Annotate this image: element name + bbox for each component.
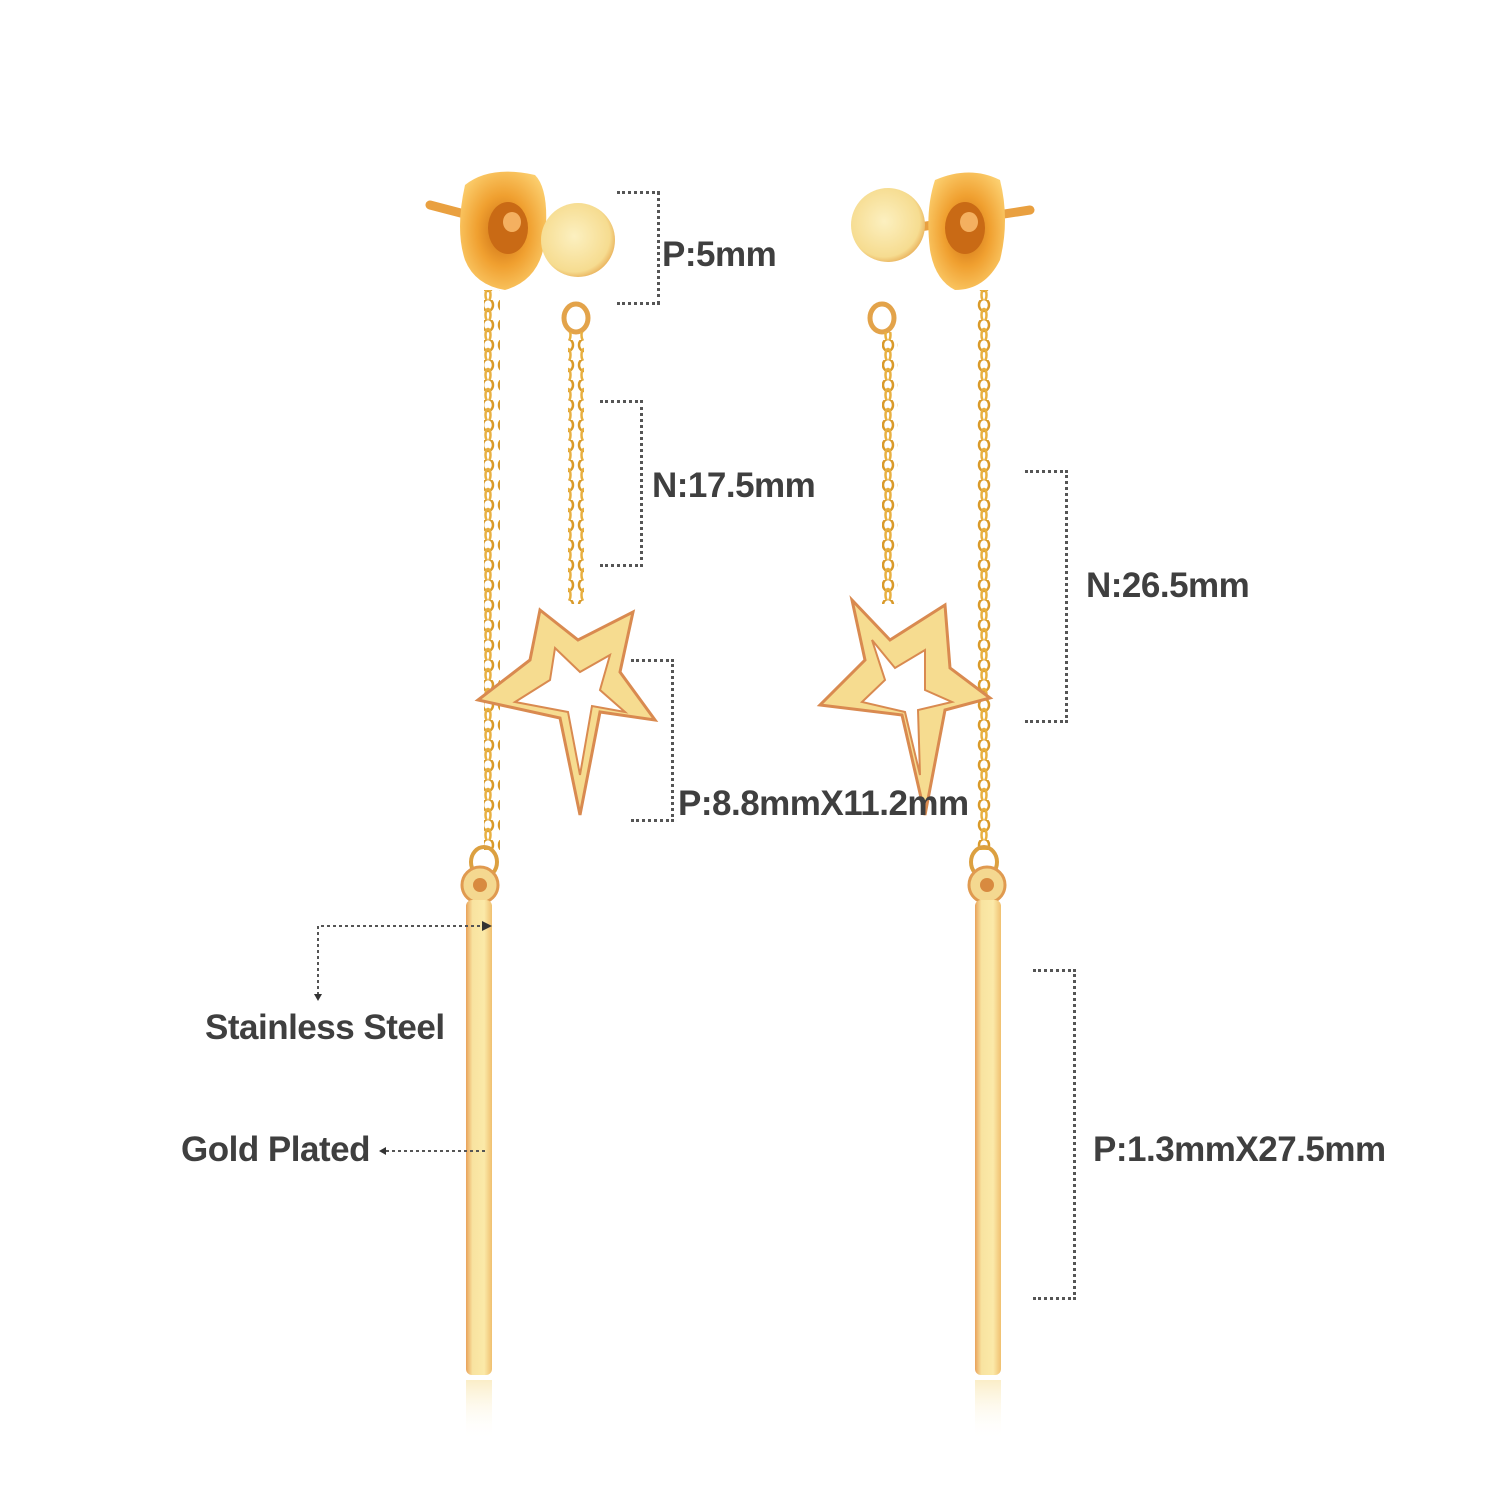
arrowhead-down	[314, 994, 322, 1001]
arrowhead-right	[482, 921, 492, 931]
stud-dimension-bracket	[617, 191, 660, 305]
right-earring	[816, 172, 1035, 1440]
stainless-steel-arrow	[317, 925, 482, 995]
left-chain-dimension-bracket	[600, 400, 643, 567]
bar-size-label: P:1.3mmX27.5mm	[1093, 1130, 1386, 1169]
arrowhead-left	[379, 1147, 386, 1155]
left-chain-length-label: N:17.5mm	[652, 466, 816, 505]
left-earring	[425, 171, 659, 1440]
stainless-steel-label: Stainless Steel	[205, 1008, 445, 1047]
star-dimension-bracket	[631, 659, 674, 822]
star-size-label: P:8.8mmX11.2mm	[678, 784, 969, 823]
stud-size-label: P:5mm	[662, 235, 777, 274]
right-chain-dimension-bracket	[1025, 470, 1068, 723]
bar-dimension-bracket	[1033, 969, 1076, 1300]
right-chain-length-label: N:26.5mm	[1086, 566, 1250, 605]
gold-plated-label: Gold Plated	[181, 1130, 370, 1169]
